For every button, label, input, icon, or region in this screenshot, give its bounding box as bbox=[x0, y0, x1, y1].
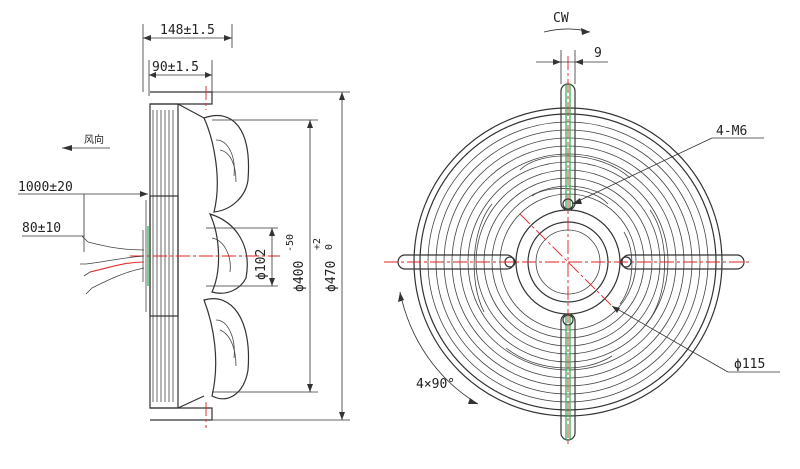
front-view: CW 9 4-M6 ϕ115 4×90° bbox=[384, 11, 780, 446]
lead-length-label: 80±10 bbox=[22, 221, 61, 236]
motor-width-label: 90±1.5 bbox=[152, 60, 199, 75]
angular-spacing-label: 4×90° bbox=[416, 377, 455, 392]
rotation-label: CW bbox=[553, 11, 569, 26]
mount-holes-label: 4-M6 bbox=[716, 124, 747, 139]
venturi-tolerance-lower: -5 bbox=[285, 240, 296, 252]
overall-width-label: 148±1.5 bbox=[160, 23, 215, 38]
airflow-label: 风向 bbox=[84, 133, 104, 146]
cable-leads bbox=[80, 235, 145, 295]
side-view: 148±1.5 90±1.5 bbox=[18, 23, 350, 428]
guard-tolerance-lower: 0 bbox=[324, 244, 335, 250]
slot-width-label: 9 bbox=[594, 46, 602, 61]
hub-diameter-label: ϕ102 bbox=[254, 249, 269, 280]
guard-tolerance-upper: +2 bbox=[312, 238, 323, 250]
venturi-diameter-label: ϕ400 bbox=[292, 261, 307, 292]
cable-length-label: 1000±20 bbox=[18, 180, 73, 195]
bolt-circle-label: ϕ115 bbox=[734, 357, 765, 372]
fan-blades bbox=[177, 103, 250, 409]
venturi-tolerance-upper: 0 bbox=[285, 234, 296, 240]
guard-diameter-label: ϕ470 bbox=[324, 261, 339, 292]
